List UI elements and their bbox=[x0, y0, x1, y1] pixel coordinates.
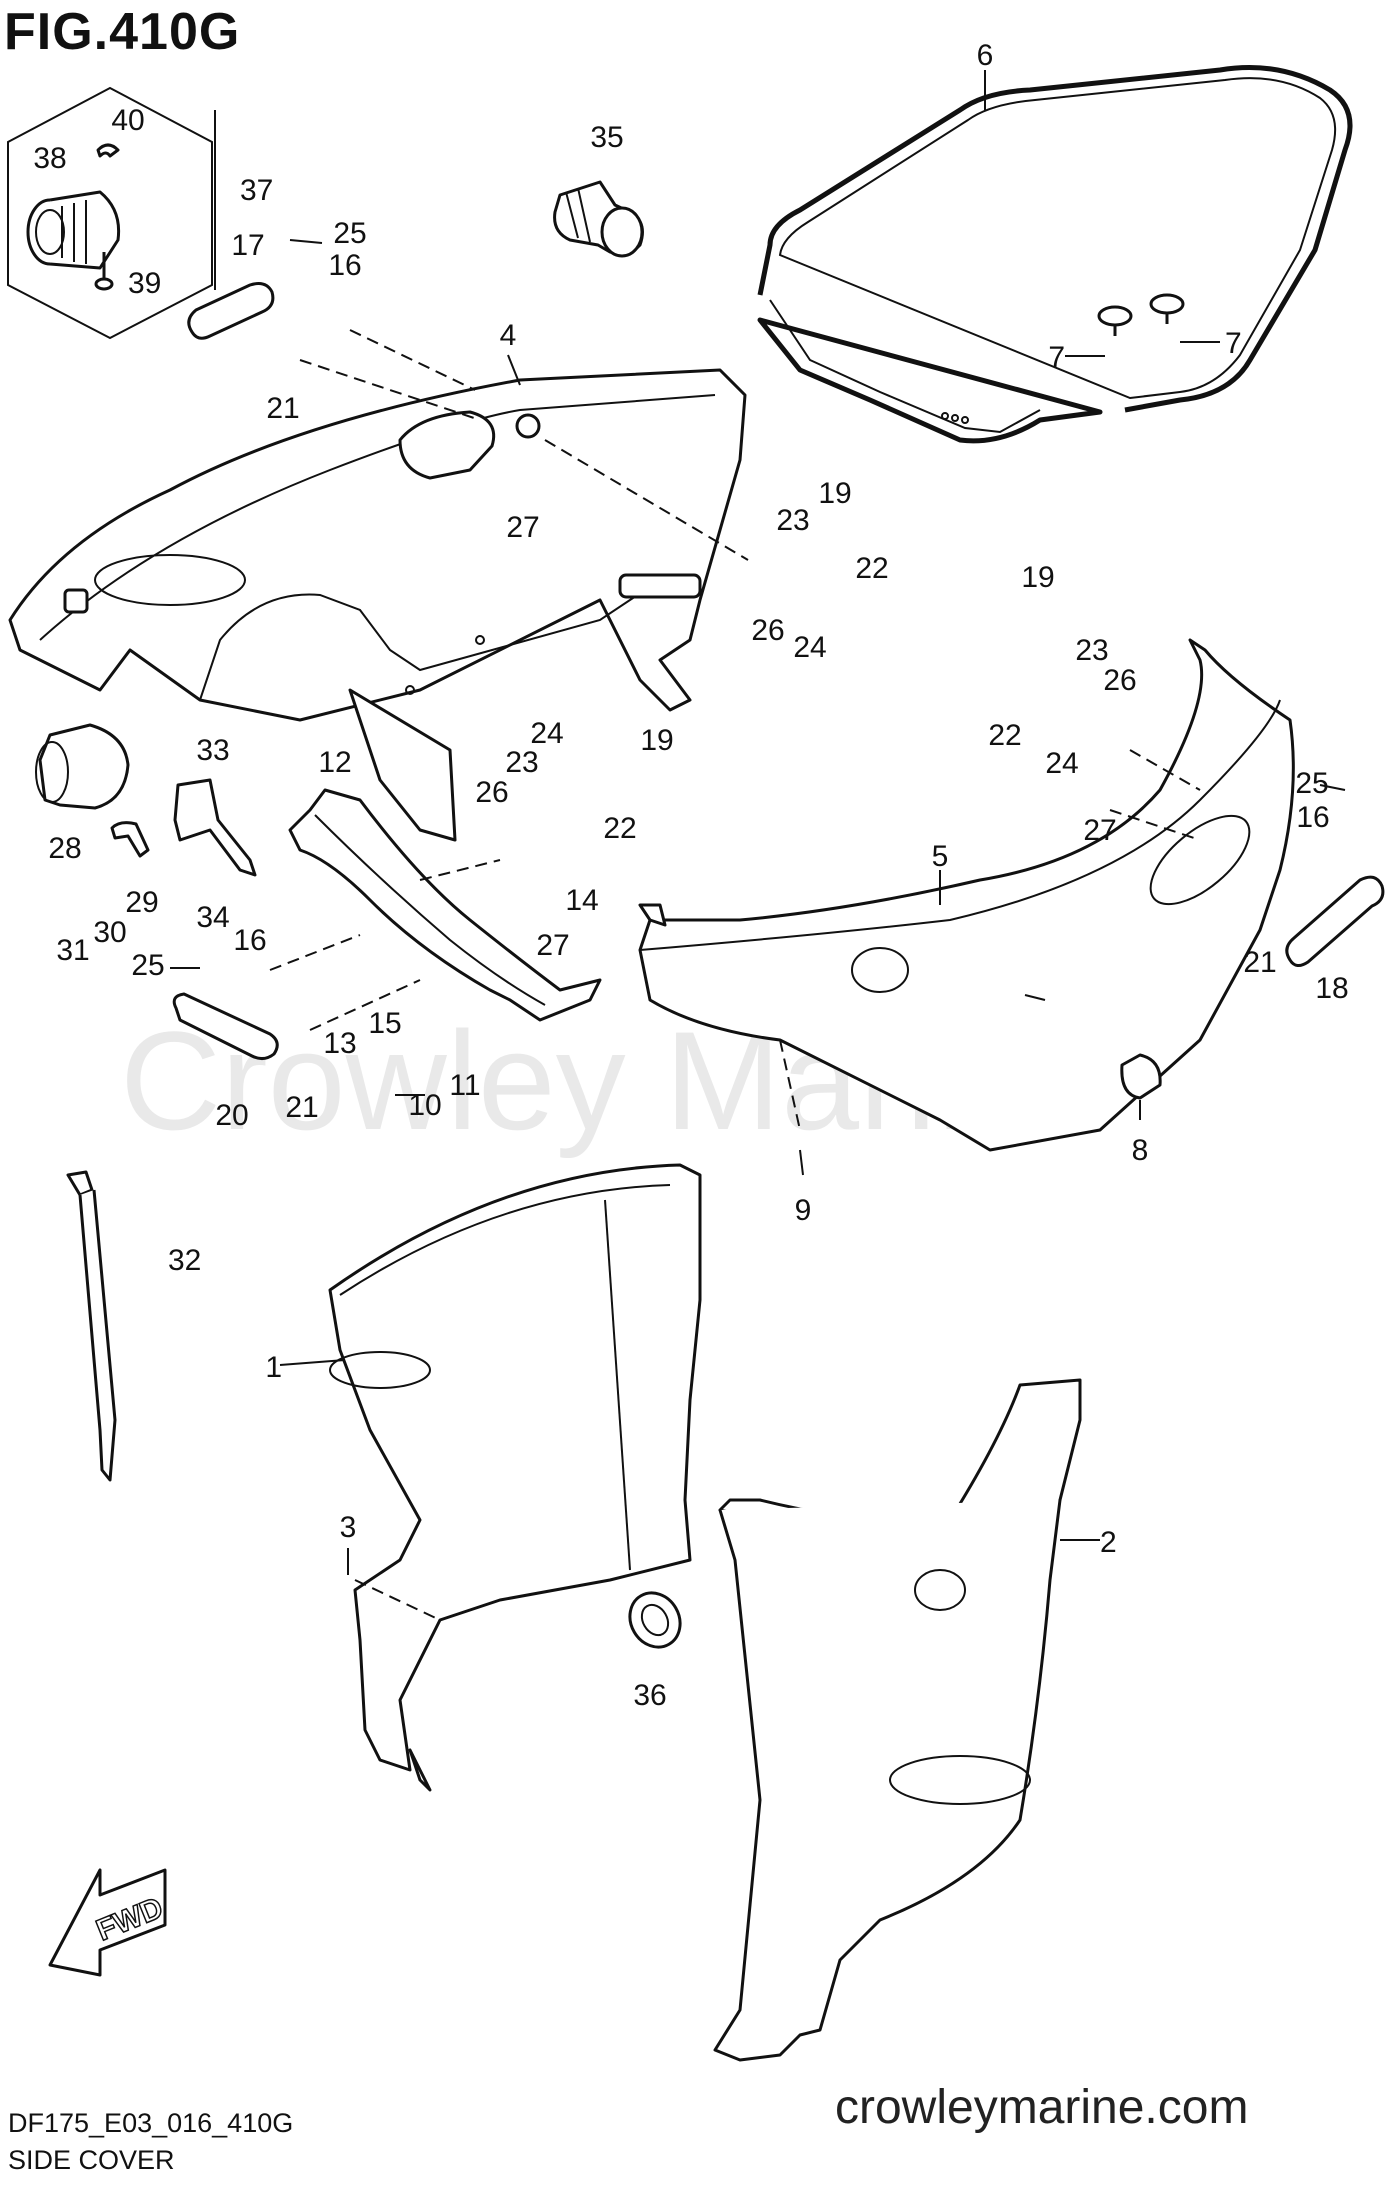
diagram-caption: SIDE COVER bbox=[8, 2145, 175, 2175]
callout-19c: 19 bbox=[640, 724, 673, 757]
callout-25b: 25 bbox=[131, 949, 164, 982]
callout-20: 20 bbox=[215, 1099, 248, 1132]
callout-19a: 19 bbox=[818, 477, 851, 510]
part-7-plug-b[interactable] bbox=[1149, 293, 1185, 324]
callout-27a: 27 bbox=[506, 511, 539, 544]
callout-22a: 22 bbox=[855, 552, 888, 585]
part-29-clip[interactable] bbox=[110, 821, 150, 858]
figure-title: FIG.410G bbox=[4, 3, 241, 61]
callout-7a: 7 bbox=[1048, 341, 1065, 374]
part-32-cable-tie[interactable] bbox=[66, 1170, 117, 1482]
part-6-seal[interactable] bbox=[757, 65, 1353, 444]
part-1-lower-cover[interactable] bbox=[328, 1163, 702, 1792]
part-7-plug-a[interactable] bbox=[1097, 305, 1133, 336]
callout-31: 31 bbox=[56, 934, 89, 967]
callout-36: 36 bbox=[633, 1679, 666, 1712]
callout-27b: 27 bbox=[1083, 814, 1116, 847]
callout-38: 38 bbox=[33, 142, 66, 175]
callout-27c: 27 bbox=[536, 929, 569, 962]
callout-5: 5 bbox=[932, 840, 949, 873]
part-33-bracket[interactable] bbox=[173, 778, 257, 877]
callout-21c: 21 bbox=[1243, 946, 1276, 979]
callout-30: 30 bbox=[93, 916, 126, 949]
part-36-grommet[interactable] bbox=[620, 1584, 690, 1656]
callout-labels: 1 2 3 4 5 6 7 7 8 9 10 11 12 13 14 15 16… bbox=[33, 39, 1348, 1712]
callout-37: 37 bbox=[240, 174, 273, 207]
callout-8: 8 bbox=[1132, 1134, 1149, 1167]
callout-9: 9 bbox=[795, 1194, 812, 1227]
callout-2: 2 bbox=[1100, 1526, 1117, 1559]
callout-23b: 23 bbox=[1075, 634, 1108, 667]
part-38-grommet[interactable] bbox=[26, 190, 121, 270]
callout-28: 28 bbox=[48, 832, 81, 865]
callout-6: 6 bbox=[977, 39, 994, 72]
callout-26c: 26 bbox=[475, 776, 508, 809]
callout-23c: 23 bbox=[505, 746, 538, 779]
callout-39: 39 bbox=[128, 267, 161, 300]
part-18-latch[interactable] bbox=[1285, 875, 1385, 967]
callout-26b: 26 bbox=[1103, 664, 1136, 697]
callout-40: 40 bbox=[111, 104, 144, 137]
callout-11: 11 bbox=[449, 1069, 480, 1102]
callout-35: 35 bbox=[590, 121, 623, 154]
callout-16c: 16 bbox=[1296, 801, 1329, 834]
callout-18: 18 bbox=[1315, 972, 1348, 1005]
callout-19b: 19 bbox=[1021, 561, 1054, 594]
callout-12: 12 bbox=[318, 746, 351, 779]
callout-25a: 25 bbox=[333, 217, 366, 250]
callout-10: 10 bbox=[408, 1089, 441, 1122]
part-12-bracket[interactable] bbox=[288, 688, 602, 1022]
callout-15: 15 bbox=[368, 1007, 401, 1040]
callout-24b: 24 bbox=[1045, 747, 1078, 780]
callout-16b: 16 bbox=[233, 924, 266, 957]
callout-29: 29 bbox=[125, 886, 158, 919]
part-20-latch[interactable] bbox=[172, 992, 279, 1061]
callout-25c: 25 bbox=[1295, 767, 1328, 800]
callout-24c: 24 bbox=[530, 717, 563, 750]
callout-16a: 16 bbox=[328, 249, 361, 282]
callout-26a: 26 bbox=[751, 614, 784, 647]
part-17-latch[interactable] bbox=[187, 282, 275, 340]
part-28-grommet[interactable] bbox=[35, 723, 130, 810]
callout-32: 32 bbox=[168, 1244, 201, 1277]
callout-22b: 22 bbox=[988, 719, 1021, 752]
part-35-grommet[interactable] bbox=[553, 180, 644, 258]
callout-13: 13 bbox=[323, 1027, 356, 1060]
callout-17: 17 bbox=[231, 229, 264, 262]
part-5-side-cover[interactable] bbox=[638, 638, 1295, 1152]
leader-lines bbox=[170, 70, 1346, 1575]
part-4-top-cover[interactable] bbox=[8, 368, 747, 722]
callout-4: 4 bbox=[500, 319, 517, 352]
callout-21b: 21 bbox=[285, 1091, 318, 1124]
callout-1: 1 bbox=[265, 1351, 282, 1384]
callout-14: 14 bbox=[565, 884, 598, 917]
callout-3: 3 bbox=[340, 1511, 357, 1544]
website-url: crowleymarine.com bbox=[835, 2081, 1249, 2134]
callout-23a: 23 bbox=[776, 504, 809, 537]
callout-21a: 21 bbox=[266, 392, 299, 425]
part-40-clip[interactable] bbox=[96, 143, 120, 158]
callout-33: 33 bbox=[196, 734, 229, 767]
callout-34: 34 bbox=[196, 901, 229, 934]
callout-24a: 24 bbox=[793, 631, 826, 664]
kit-37-outline bbox=[7, 86, 213, 340]
callout-22c: 22 bbox=[603, 812, 636, 845]
fwd-arrow: FWD bbox=[48, 1868, 168, 1977]
part-39-pin[interactable] bbox=[94, 252, 114, 291]
part-2-lower-cover[interactable] bbox=[713, 1378, 1082, 2062]
part-8-plug[interactable] bbox=[1120, 1053, 1162, 1100]
callout-7b: 7 bbox=[1225, 327, 1242, 360]
diagram-code: DF175_E03_016_410G bbox=[8, 2108, 294, 2138]
